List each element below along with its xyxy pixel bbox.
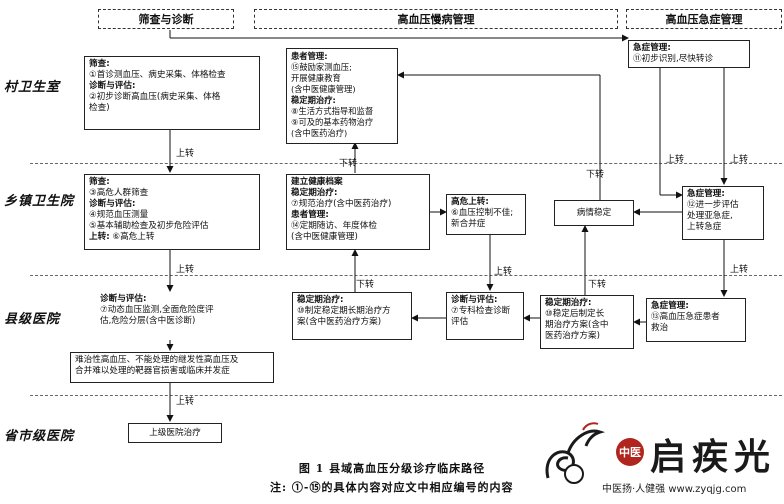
label-down-1: 下转 xyxy=(339,159,358,169)
box-line: 开展健康教育 xyxy=(291,73,341,83)
watermark-name: 启疾光 xyxy=(650,436,777,478)
county-diagnosis-box: 诊断与评估: ⑦动态血压监测,全面危险度评 估,危险分层(含中医诊断) xyxy=(96,292,248,340)
box-line: ⑥高危上转 xyxy=(112,232,155,242)
box-line: 新合并症 xyxy=(451,219,486,229)
box-line: 检查) xyxy=(89,103,110,113)
box-line: 上级医院治疗 xyxy=(149,427,201,438)
county-specialist-diagnosis-box: 诊断与评估: ⑦专科检查诊断 评估 xyxy=(446,292,524,340)
box-line: 稳定期治疗: xyxy=(297,295,344,305)
box-line: 病情稳定 xyxy=(576,207,612,218)
label-up-3: 上转 xyxy=(176,397,195,407)
box-line: 建立健康档案 xyxy=(291,177,343,187)
label-down-4: 下转 xyxy=(588,280,607,290)
box-line: (含中医健康管理) xyxy=(291,84,356,94)
box-line: 稳定期治疗: xyxy=(291,95,336,105)
level-city: 省市级医院 xyxy=(4,429,75,444)
level-county: 县级医院 xyxy=(4,312,61,327)
header-emergency: 高血压急症管理 xyxy=(626,9,782,29)
box-line: ⑦规范治疗(含中医药治疗) xyxy=(291,199,392,209)
box-line: 评估 xyxy=(451,317,469,327)
label-up-6: 上转 xyxy=(730,155,749,165)
box-line: 上转急症 xyxy=(687,222,722,232)
township-emergency-box: 急症管理: ⑫进一步评估 处理亚急症, 上转急症 xyxy=(682,186,764,240)
village-chronic-box: 患者管理: ⑮鼓励家测血压; 开展健康教育 (含中医健康管理) 稳定期治疗: ⑧… xyxy=(286,48,398,144)
township-stable-box: 病情稳定 xyxy=(554,200,634,226)
box-line: ⑪初步识别,尽快转诊 xyxy=(633,54,714,64)
dragon-logo-icon xyxy=(545,422,606,484)
box-line: ⑮鼓励家测血压; xyxy=(291,62,352,72)
watermark-subtitle: 中医扬·人健强 www.zyqjg.com xyxy=(600,480,749,495)
separator-2 xyxy=(30,275,782,276)
level-township: 乡镇卫生院 xyxy=(4,194,75,209)
box-line: 稳定期治疗: xyxy=(291,188,338,198)
box-line: ②初步诊断高血压(病史采集、体格 xyxy=(89,92,221,102)
separator-1 xyxy=(30,163,782,164)
box-line: ⑨可及的基本药物治疗 xyxy=(291,117,374,127)
figure-note: 注: ①-⑮的具体内容对应文中相应编号的内容 xyxy=(270,481,514,494)
box-line: 筛查: xyxy=(89,177,110,187)
label-down-3: 下转 xyxy=(586,170,605,180)
box-line: 诊断与评估: xyxy=(89,199,136,209)
label-up-5: 上转 xyxy=(666,155,685,165)
box-line: ⑧生活方式指导和监督 xyxy=(291,106,374,116)
box-line: 估,危险分层(含中医诊断) xyxy=(100,316,196,326)
label-up-1: 上转 xyxy=(176,149,195,159)
box-line: 医药治疗方案) xyxy=(545,331,600,341)
box-line: ⑭定期随访、年度体检 xyxy=(291,221,377,231)
box-line: 筛查: xyxy=(89,59,110,69)
village-emergency-box: 急症管理: ⑪初步识别,尽快转诊 xyxy=(628,40,750,68)
box-line: ⑩稳定后制定长 xyxy=(545,309,605,319)
box-line: ⑥血压控制不佳; xyxy=(451,208,514,218)
box-line: (含中医健康管理) xyxy=(291,232,358,242)
township-referral-box: 高危上转: ⑥血压控制不佳; 新合并症 xyxy=(446,194,526,235)
watermark: 中医 启疾光 中医扬·人健强 www.zyqjg.com xyxy=(538,418,782,502)
box-line: 案(含中医药治疗方案) xyxy=(297,317,382,327)
box-line: 急症管理: xyxy=(651,301,689,311)
township-screening-box: 筛查: ③高危人群筛查 诊断与评估: ④规范血压测量 ⑤基本辅助检查及初步危险评… xyxy=(84,174,260,250)
box-line: ①首诊测血压、病史采集、体格检查 xyxy=(89,70,226,80)
header-screening: 筛查与诊断 xyxy=(98,9,234,29)
header-chronic: 高血压慢病管理 xyxy=(254,9,618,29)
county-emergency-box: 急症管理: ⑬高血压急症患者 救治 xyxy=(646,298,746,342)
box-line: 急症管理: xyxy=(687,189,725,199)
box-line: 急症管理: xyxy=(633,43,671,53)
label-up-2: 上转 xyxy=(176,265,195,275)
box-line: ⑫进一步评估 xyxy=(687,200,739,210)
level-village: 村卫生室 xyxy=(4,80,61,95)
box-line: 患者管理: xyxy=(291,51,328,61)
box-line: ③高危人群筛查 xyxy=(89,188,149,198)
box-line: 诊断与评估: xyxy=(451,295,498,305)
box-line: 稳定期治疗: xyxy=(545,298,592,308)
city-treatment-box: 上级医院治疗 xyxy=(128,423,222,443)
box-line: 合并难以处理的靶器官损害或临床并发症 xyxy=(75,366,230,376)
label-down-2: 下转 xyxy=(356,280,375,290)
label-up-4: 上转 xyxy=(494,267,513,277)
label-up-7: 上转 xyxy=(730,265,749,275)
box-line: 救治 xyxy=(651,323,669,333)
box-line: 难治性高血压、不能处理的继发性高血压及 xyxy=(75,355,239,365)
box-line: 上转: xyxy=(89,232,110,242)
county-long-term-plan-box: 稳定期治疗: ⑩稳定后制定长 期治疗方案(含中 医药治疗方案) xyxy=(540,295,634,349)
watermark-badge: 中医 xyxy=(616,438,644,466)
village-screening-box: 筛查: ①首诊测血压、病史采集、体格检查 诊断与评估: ②初步诊断高血压(病史采… xyxy=(84,56,260,130)
box-line: 患者管理: xyxy=(291,210,329,220)
township-chronic-box: 建立健康档案 稳定期治疗: ⑦规范治疗(含中医药治疗) 患者管理: ⑭定期随访、… xyxy=(286,174,430,250)
box-line: (含中医药治疗) xyxy=(291,128,348,138)
refractory-box: 难治性高血压、不能处理的继发性高血压及 合并难以处理的靶器官损害或临床并发症 xyxy=(70,352,274,383)
box-line: ⑩制定稳定期长期治疗方 xyxy=(297,306,391,316)
box-line: 期治疗方案(含中 xyxy=(545,320,609,330)
county-stable-treatment-box: 稳定期治疗: ⑩制定稳定期长期治疗方 案(含中医药治疗方案) xyxy=(292,292,412,340)
box-line: 处理亚急症, xyxy=(687,211,733,221)
figure-caption: 图 1 县域高血压分级诊疗临床路径 xyxy=(298,462,486,475)
box-line: ④规范血压测量 xyxy=(89,210,149,220)
box-line: ⑤基本辅助检查及初步危险评估 xyxy=(89,221,209,231)
box-line: ⑬高血压急症患者 xyxy=(651,312,720,322)
box-line: ⑦动态血压监测,全面危险度评 xyxy=(100,305,214,315)
box-line: ⑦专科检查诊断 xyxy=(451,306,511,316)
separator-3 xyxy=(30,395,782,396)
box-line: 诊断与评估: xyxy=(89,81,136,91)
box-line: 高危上转: xyxy=(451,197,489,207)
box-line: 诊断与评估: xyxy=(100,294,147,304)
